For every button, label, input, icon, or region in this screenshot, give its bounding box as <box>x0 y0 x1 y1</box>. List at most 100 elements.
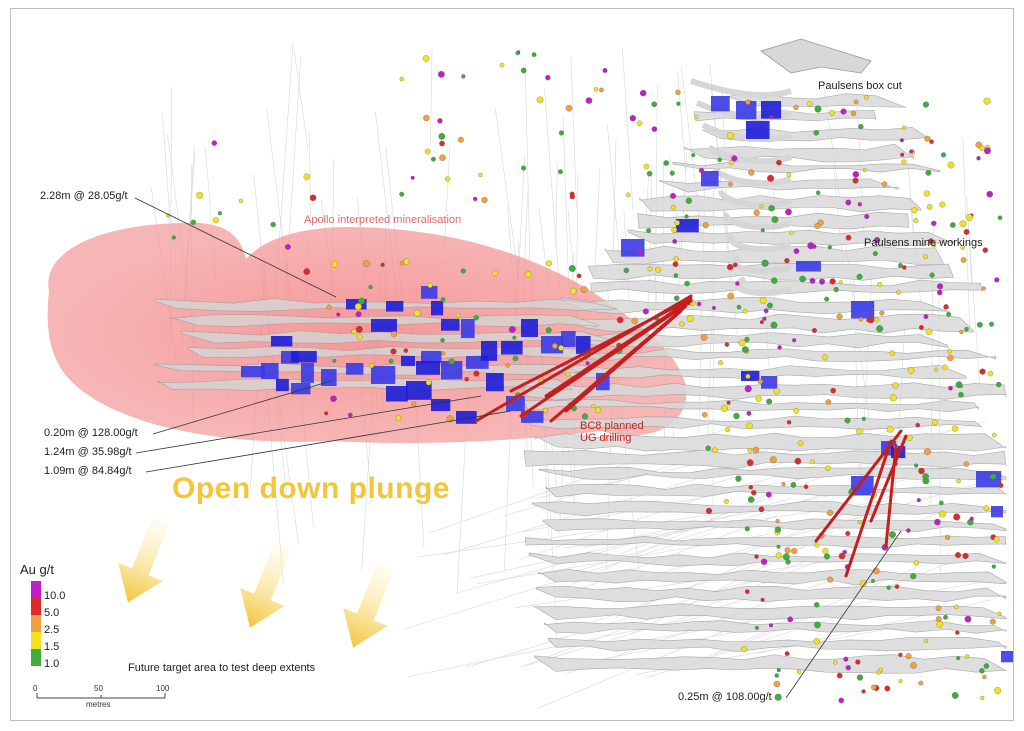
sample-point <box>685 197 692 204</box>
sample-point <box>965 654 970 659</box>
drill-trace <box>622 48 634 211</box>
sample-point <box>915 422 920 428</box>
grade-block <box>486 373 504 392</box>
sample-point <box>901 159 907 165</box>
intercept-label: 1.09m @ 84.84g/t <box>44 465 132 477</box>
sample-point <box>448 358 455 365</box>
sample-point <box>770 321 778 329</box>
sample-point <box>531 52 537 57</box>
sample-point <box>424 148 431 155</box>
sample-point <box>755 395 762 402</box>
legend-swatch-1 <box>31 649 41 666</box>
sample-point <box>889 350 895 356</box>
drill-trace <box>494 107 520 280</box>
sample-point <box>857 520 862 525</box>
sample-point <box>761 259 769 267</box>
mine-level <box>604 245 944 266</box>
sample-point <box>781 482 786 487</box>
sample-point <box>870 578 875 583</box>
sample-point <box>983 663 990 669</box>
sample-point <box>744 526 750 532</box>
sample-point <box>774 693 782 701</box>
sample-point <box>986 190 993 198</box>
drill-trace <box>570 56 577 209</box>
sample-point <box>776 668 781 673</box>
sample-point <box>950 222 956 228</box>
sample-point <box>751 490 757 496</box>
mine-level <box>538 467 1007 481</box>
sample-point <box>979 668 985 674</box>
sample-point <box>599 87 604 93</box>
sample-point <box>768 623 774 628</box>
sample-point <box>675 89 681 96</box>
sample-point <box>884 685 891 692</box>
sample-point <box>856 273 863 280</box>
sample-point <box>585 97 593 104</box>
sample-point <box>727 292 734 300</box>
sample-point <box>679 321 685 327</box>
sample-point <box>473 370 480 377</box>
sample-point <box>568 264 576 272</box>
sample-point <box>829 109 835 116</box>
sample-point <box>717 157 722 162</box>
sample-point <box>758 506 765 513</box>
sample-point <box>700 333 708 341</box>
sample-point <box>910 662 917 669</box>
sample-point <box>190 219 196 226</box>
mine-level <box>524 415 982 430</box>
sample-point <box>929 139 934 144</box>
sample-point <box>767 302 773 309</box>
sample-point <box>858 317 864 322</box>
sample-point <box>636 120 643 126</box>
legend-swatch-2.5 <box>31 615 41 632</box>
sample-point <box>642 308 649 315</box>
mine-level <box>523 382 1007 401</box>
sample-point <box>724 342 730 347</box>
sample-point <box>989 321 994 327</box>
grade-block <box>406 381 432 400</box>
sample-point <box>840 108 847 115</box>
grade-block <box>851 301 875 319</box>
sample-point <box>728 182 733 187</box>
bc8-label-line2: UG drilling <box>580 432 632 444</box>
drill-trace <box>544 87 560 290</box>
sample-point <box>815 190 821 195</box>
sample-point <box>718 360 724 366</box>
sample-point <box>558 345 564 351</box>
decline-segment <box>734 276 792 297</box>
sample-point <box>913 218 919 224</box>
sample-point <box>983 505 990 512</box>
sample-point <box>784 258 790 264</box>
sample-point <box>876 670 881 675</box>
grade-block <box>431 399 451 412</box>
sample-point <box>499 62 505 68</box>
drill-trace <box>966 195 973 284</box>
sample-point <box>959 220 967 228</box>
sample-point <box>934 367 939 372</box>
sample-point <box>987 370 994 377</box>
sample-point <box>512 335 517 340</box>
sample-point <box>814 621 821 629</box>
scale-tick: 100 <box>156 684 170 693</box>
mine-level <box>545 483 1007 498</box>
sample-point <box>746 459 754 466</box>
sample-point <box>864 95 869 100</box>
sample-point <box>807 242 815 250</box>
sample-point <box>754 554 759 559</box>
drill-trace <box>430 49 433 145</box>
sample-point <box>864 214 870 220</box>
grade-block <box>521 411 544 423</box>
grade-block <box>241 366 265 378</box>
sample-point <box>838 697 845 704</box>
grade-block <box>676 219 699 233</box>
sample-point <box>729 160 735 166</box>
sample-point <box>889 531 896 538</box>
sample-point <box>905 653 912 660</box>
sample-point <box>663 160 669 166</box>
sample-point <box>900 152 905 157</box>
sample-point <box>558 169 563 175</box>
sample-point <box>702 222 709 229</box>
sample-point <box>937 283 944 290</box>
sample-point <box>711 305 716 310</box>
grade-block <box>276 379 289 392</box>
